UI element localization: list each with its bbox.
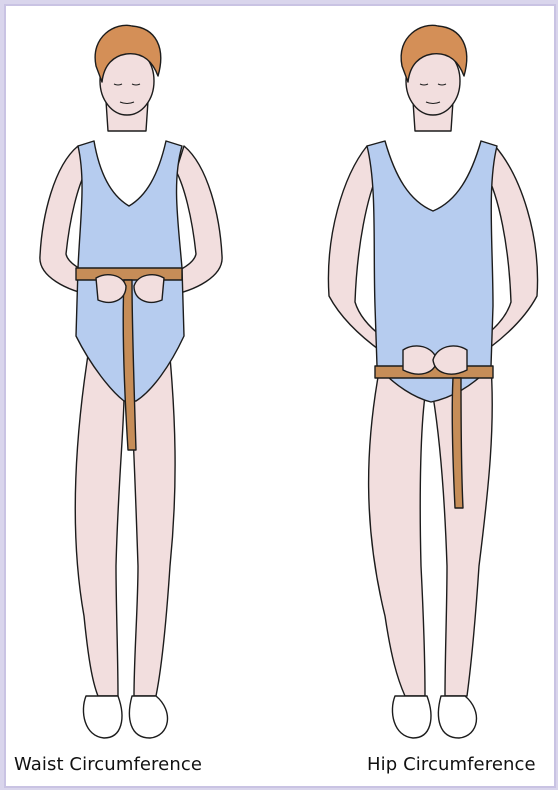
illustration-frame: Waist Circumference Hip Circumference xyxy=(4,4,556,788)
waist-caption: Waist Circumference xyxy=(14,754,202,775)
waist-figure-illustration-icon xyxy=(6,6,285,746)
hip-measurement-figure xyxy=(285,6,556,746)
waist-measurement-figure xyxy=(6,6,285,746)
hip-figure-illustration-icon xyxy=(285,6,556,746)
hip-caption: Hip Circumference xyxy=(367,754,536,775)
